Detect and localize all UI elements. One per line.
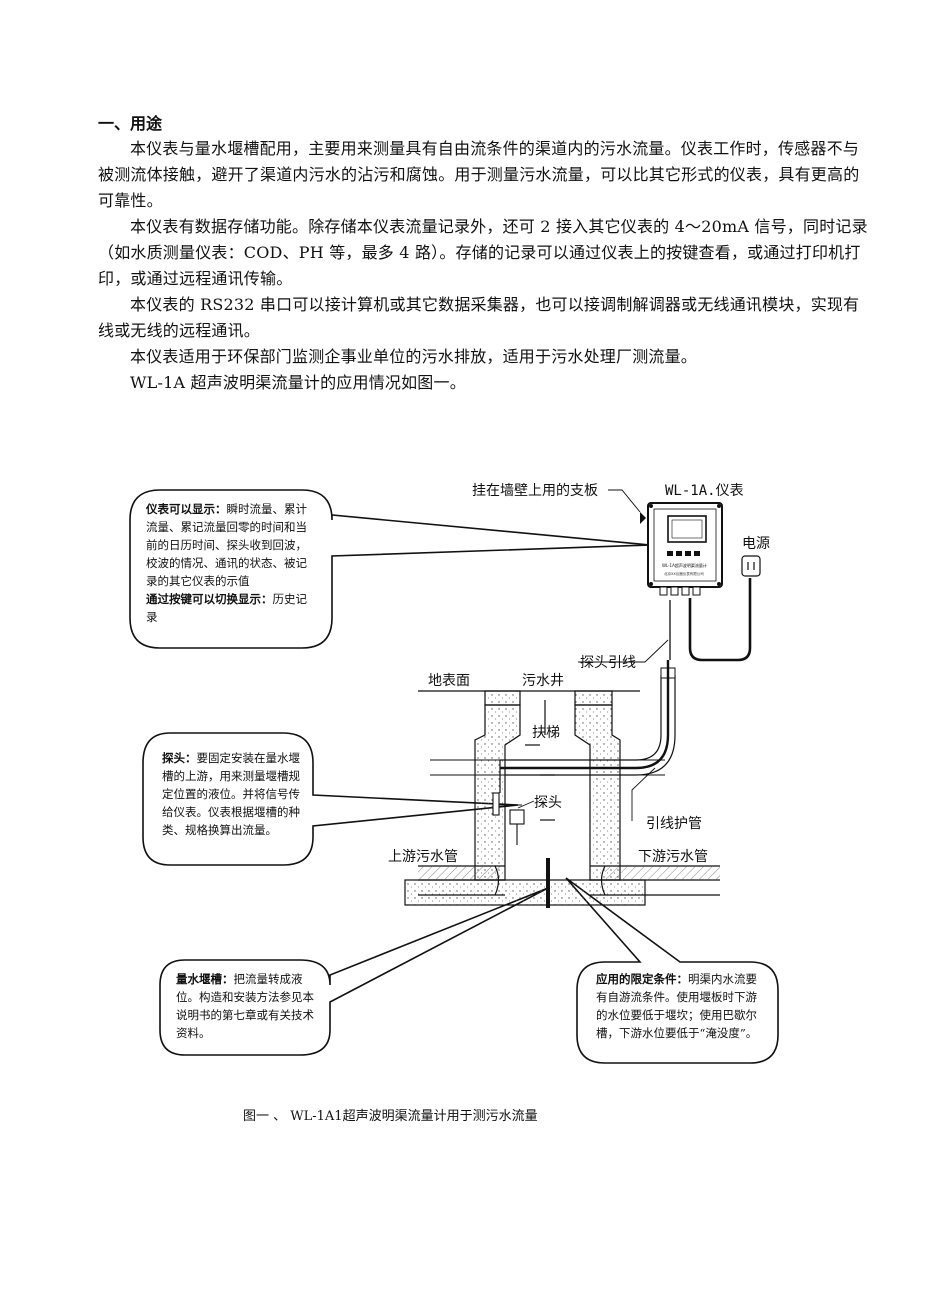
callout-weir-bubble xyxy=(159,887,549,1056)
callout-display-text: 仪表可以显示：瞬时流量、累计流量、累记流量回零的时间和当前的日历时间、探头收到回… xyxy=(146,500,316,626)
label-downstream-pipe: 下游污水管 xyxy=(638,849,708,865)
callout-display-body2: 历史记录 xyxy=(146,592,307,624)
callout-display-bubble xyxy=(129,489,651,649)
label-upstream-pipe: 上游污水管 xyxy=(388,849,458,865)
label-sewer-well: 污水井 xyxy=(522,673,564,689)
callout-display-body: 瞬时流量、累计流量、累记流量回零的时间和当前的日历时间、探头收到回波，校波的情况… xyxy=(146,502,307,588)
callout-conditions-body: 明渠内水流要有自游流条件。使用堰板时下游的水位要低于堰坎；使用巴歇尔槽，下游水位… xyxy=(596,972,758,1040)
callout-weir-text: 量水堰槽：把流量转成液位。构造和安装方法参见本说明书的第七章或有关技术资料。 xyxy=(176,970,324,1042)
label-probe: 探头 xyxy=(534,795,562,811)
figure-caption: 图一 、 WL-1A1超声波明渠流量计用于测污水流量 xyxy=(243,1109,538,1124)
upstream-pipe xyxy=(418,865,505,896)
callout-conditions-title: 应用的限定条件： xyxy=(596,972,688,986)
leader-lines xyxy=(517,489,669,821)
callout-weir-body: 把流量转成液位。构造和安装方法参见本说明书的第七章或有关技术资料。 xyxy=(176,972,314,1040)
label-ladder: 扶梯 xyxy=(532,725,560,741)
label-probe-lead: 探头引线 xyxy=(580,655,636,671)
callout-probe-body: 要固定安装在量水堰槽的上游，用来测量堰槽规定位置的液位。并将信号传给仪表。仪表根… xyxy=(162,751,300,837)
instrument-key xyxy=(685,551,691,556)
label-power: 电源 xyxy=(742,536,770,552)
instrument-housing: WL-1A超声波明渠流量计 北京XX仪器仪表有限公司 xyxy=(640,502,723,596)
probe xyxy=(492,792,525,845)
paragraph-application: 本仪表适用于环保部门监测企事业单位的污水排放，适用于污水处理厂测流量。 xyxy=(130,347,698,366)
callout-conditions-text: 应用的限定条件：明渠内水流要有自游流条件。使用堰板时下游的水位要低于堰坎；使用巴… xyxy=(596,970,762,1042)
callout-conditions-bubble xyxy=(565,877,779,1064)
instrument-key xyxy=(694,551,700,556)
paragraph-purpose: 本仪表与量水堰槽配用，主要用来测量具有自由流条件的渠道内的污水流量。仪表工作时，… xyxy=(98,139,860,210)
section-heading: 一、用途 xyxy=(98,114,163,133)
paragraph-rs232: 本仪表的 RS232 串口可以接计算机或其它数据采集器，也可以接调制解调器或无线… xyxy=(98,295,860,340)
callout-display-title2: 通过按键可以切换显示： xyxy=(146,592,273,606)
paragraph-storage: 本仪表有数据存储功能。除存储本仪表流量记录外，还可 2 接入其它仪表的 4～20… xyxy=(98,217,868,288)
power-socket-icon xyxy=(741,555,761,577)
downstream-pipe xyxy=(590,865,720,896)
instrument-panel-subtext: 北京XX仪器仪表有限公司 xyxy=(664,571,704,576)
weir-plate xyxy=(546,858,550,908)
instrument-screen xyxy=(667,515,707,543)
label-wall-bracket: 挂在墙壁上用的支板 xyxy=(472,483,598,499)
instrument-key xyxy=(667,551,673,556)
callout-probe-text: 探头：要固定安装在量水堰槽的上游，用来测量堰槽规定位置的液位。并将信号传给仪表。… xyxy=(162,749,300,839)
callout-probe-bubble xyxy=(142,732,519,866)
instrument-key xyxy=(676,551,682,556)
callout-display-title: 仪表可以显示： xyxy=(146,502,227,516)
paragraph-figure-ref: WL-1A 超声波明渠流量计的应用情况如图一。 xyxy=(130,373,466,392)
probe-lead-conduit xyxy=(499,600,676,793)
instrument-panel-text: WL-1A超声波明渠流量计 xyxy=(662,562,707,568)
callout-weir-title: 量水堰槽： xyxy=(176,972,234,986)
callout-probe-title: 探头： xyxy=(162,751,197,765)
label-lead-conduit: 引线护管 xyxy=(646,816,702,832)
label-instrument: WL-1A.仪表 xyxy=(665,483,744,499)
power-cable xyxy=(688,578,752,662)
label-ground-surface: 地表面 xyxy=(428,673,470,689)
